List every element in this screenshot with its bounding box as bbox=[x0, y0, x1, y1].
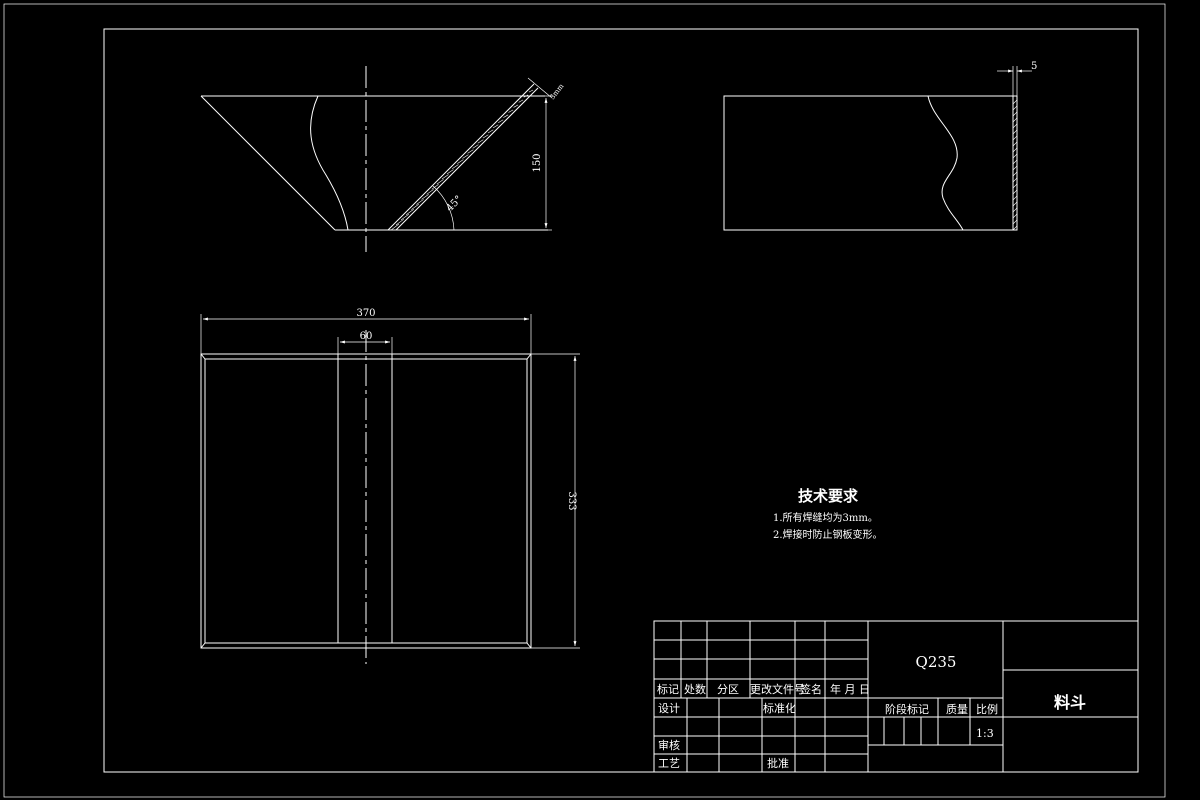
hatch-line bbox=[1012, 159, 1018, 165]
hatch-line bbox=[1012, 183, 1018, 189]
hatch-line bbox=[1012, 225, 1018, 231]
hatch-line bbox=[1012, 135, 1018, 141]
hatch-line bbox=[416, 199, 424, 205]
hatch-line bbox=[406, 209, 414, 215]
hatch-line bbox=[528, 89, 534, 93]
dim-text-333: 333 bbox=[566, 491, 577, 510]
hatch-line bbox=[411, 204, 419, 210]
label-stage-mark: 阶段标记 bbox=[885, 702, 929, 716]
hatch-line bbox=[1012, 207, 1018, 213]
label-approve: 批准 bbox=[767, 756, 789, 770]
hatch-line bbox=[498, 119, 504, 124]
hatch-line bbox=[482, 134, 489, 139]
dim-text-150: 150 bbox=[532, 153, 543, 172]
hatch-line bbox=[446, 169, 454, 175]
tech-requirement-item: 2.焊接时防止钢板变形。 bbox=[773, 528, 883, 541]
dim-text-45: 45° bbox=[444, 194, 464, 214]
hatch-line bbox=[457, 159, 464, 164]
hatch-line bbox=[1012, 177, 1018, 183]
hatch-line bbox=[523, 94, 529, 98]
revision-header-mark: 标记 bbox=[657, 682, 679, 696]
hatch-line bbox=[421, 194, 429, 200]
hatch-line bbox=[467, 149, 474, 154]
hatch-line bbox=[518, 99, 524, 103]
hatch-line bbox=[1012, 153, 1018, 159]
label-standardize: 标准化 bbox=[763, 701, 796, 715]
top-view: 370 60 333 bbox=[200, 308, 580, 664]
label-review: 审核 bbox=[658, 738, 680, 752]
hatch-line bbox=[1012, 111, 1018, 117]
label-weight: 质量 bbox=[946, 703, 968, 716]
hatch-line bbox=[1012, 165, 1018, 171]
revision-header-date: 年 月 日 bbox=[830, 682, 870, 696]
side-break-line bbox=[927, 95, 964, 231]
hatch-line bbox=[503, 114, 509, 118]
hatch-line bbox=[472, 144, 479, 149]
part-name-text: 料斗 bbox=[1054, 693, 1086, 712]
tech-requirements-heading: 技术要求 bbox=[798, 487, 859, 505]
front-break-line bbox=[310, 95, 349, 231]
outer-sheet-frame bbox=[3, 3, 1166, 798]
tech-requirement-item: 1.所有焊缝均为3mm。 bbox=[773, 511, 878, 524]
hatch-line bbox=[1012, 213, 1018, 219]
hatch-line bbox=[1012, 195, 1018, 201]
front-view: 150 45° 3mm bbox=[200, 66, 566, 252]
hatch-line bbox=[1012, 219, 1018, 225]
hatch-line bbox=[1012, 123, 1018, 129]
side-view: 5 bbox=[723, 61, 1037, 231]
hatch-line bbox=[477, 139, 484, 144]
revision-header-count: 处数 bbox=[684, 683, 706, 696]
hatch-line bbox=[1012, 171, 1018, 177]
hatch-line bbox=[395, 218, 404, 226]
hatch-line bbox=[1012, 105, 1018, 111]
dim-text-60: 60 bbox=[360, 331, 373, 342]
hatch-line bbox=[487, 129, 494, 134]
hatch-line bbox=[492, 124, 499, 129]
hatch-line bbox=[400, 213, 409, 221]
label-scale: 比例 bbox=[976, 702, 998, 716]
label-design: 设计 bbox=[658, 702, 680, 715]
hatch-line bbox=[1012, 117, 1018, 123]
revision-header-zone: 分区 bbox=[717, 683, 739, 696]
material-text: Q235 bbox=[916, 653, 957, 671]
hatch-line bbox=[1012, 201, 1018, 207]
hatch-line bbox=[390, 223, 400, 231]
hatch-line bbox=[1012, 99, 1018, 105]
hatch-line bbox=[452, 164, 459, 170]
tech-requirements: 技术要求 1.所有焊缝均为3mm。 2.焊接时防止钢板变形。 bbox=[773, 487, 883, 541]
dim-text-3mm: 3mm bbox=[548, 82, 565, 101]
front-wall-hatch bbox=[390, 89, 534, 231]
hatch-line bbox=[508, 109, 514, 113]
title-block: 标记 处数 分区 更改文件号 签名 年 月 日 设计 标准化 审核 工艺 批准 … bbox=[653, 620, 1139, 773]
hatch-line bbox=[1012, 141, 1018, 147]
scale-value: 1:3 bbox=[976, 727, 994, 740]
hatch-line bbox=[1012, 147, 1018, 153]
dim-text-370: 370 bbox=[356, 308, 375, 319]
hatch-line bbox=[431, 184, 439, 190]
dim-text-5: 5 bbox=[1031, 61, 1037, 72]
revision-header-doc: 更改文件号 bbox=[750, 682, 805, 696]
hatch-line bbox=[1012, 189, 1018, 195]
hatch-line bbox=[441, 174, 449, 180]
hatch-line bbox=[1012, 129, 1018, 135]
inner-drawing-border bbox=[103, 28, 1139, 773]
angle-arc-45 bbox=[432, 185, 455, 231]
hatch-line bbox=[513, 104, 519, 108]
hatch-line bbox=[436, 179, 444, 185]
revision-header-sign: 签名 bbox=[800, 682, 822, 696]
side-wall-hatch bbox=[1012, 99, 1018, 231]
hatch-line bbox=[462, 154, 469, 159]
hatch-line bbox=[426, 189, 434, 195]
label-process: 工艺 bbox=[658, 757, 680, 770]
